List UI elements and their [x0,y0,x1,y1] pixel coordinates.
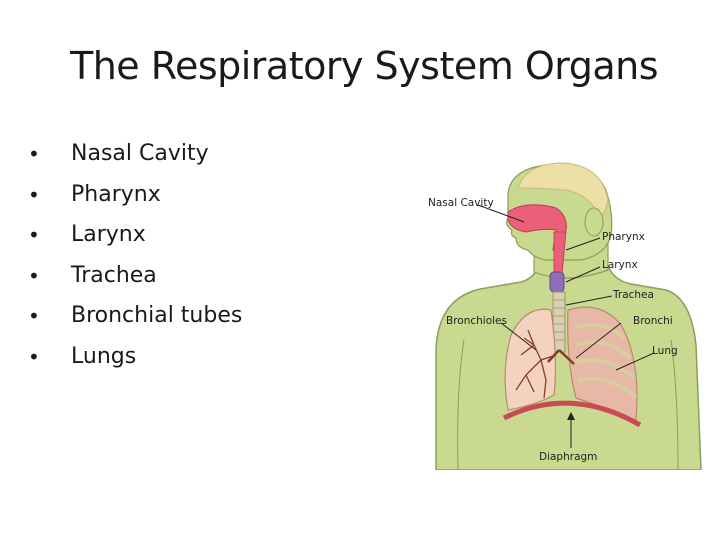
bronchiole-tree [515,329,557,399]
label-lung: Lung [652,345,678,357]
label-diaphragm: Diaphragm [539,451,597,463]
label-bronchi: Bronchi [633,315,673,327]
torso-shape [435,259,702,471]
leader-lines [477,204,655,448]
larynx-shape [549,271,565,293]
bullet-dot-icon: • [28,142,40,166]
bullet-text: Lungs [71,343,137,369]
bullet-text: Trachea [71,262,157,288]
left-lung-shape [504,308,557,411]
bullet-dot-icon: • [28,182,40,207]
rib-lines [575,322,638,400]
arm-crease-right [670,339,679,471]
label-trachea: Trachea [612,289,654,301]
ear-shape [584,207,604,237]
respiratory-diagram: Nasal Cavity Pharynx Larynx Trachea Bron… [416,160,716,471]
anatomy-illustration: Nasal Cavity Pharynx Larynx Trachea Bron… [428,162,702,471]
bronchi-shape [547,349,575,365]
bullet-text: Larynx [71,222,146,247]
bullet-dot-icon: • [28,344,40,369]
diaphragm-shape [502,400,642,428]
label-nasal-cavity: Nasal Cavity [428,197,494,209]
trachea-rings [553,299,565,341]
bullet-dot-icon: • [28,263,40,288]
bullet-text: Pharynx [71,181,161,207]
nasal-cavity-shape [507,204,567,253]
bullet-item: • Pharynx [28,175,242,216]
bullet-item: • Trachea [28,256,242,297]
bullet-list: •Nasal Cavity •Pharynx •Larynx •Trachea … [28,134,242,377]
hair-shape [517,162,609,219]
label-pharynx: Pharynx [602,231,645,243]
diaphragm-arrow-icon [567,412,575,420]
bullet-dot-icon: • [28,223,40,247]
arm-crease-left [457,339,465,471]
label-larynx: Larynx [602,259,638,271]
bullet-text: Nasal Cavity [71,141,209,166]
bullet-item: • Nasal Cavity [28,134,242,175]
bullet-dot-icon: • [28,304,40,328]
bullet-item: • Lungs [28,337,242,378]
bullet-text: Bronchial tubes [71,303,243,328]
slide-title: The Respiratory System Organs [70,44,659,88]
bullet-item: • Larynx [28,215,242,256]
label-bronchioles: Bronchioles [446,315,507,327]
bullet-item: • Bronchial tubes [28,296,242,337]
